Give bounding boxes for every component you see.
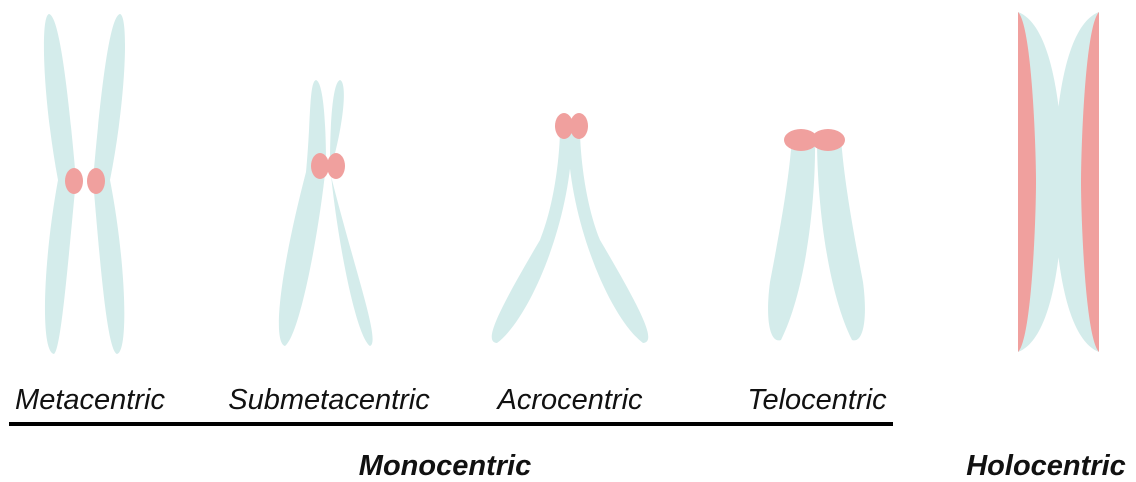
chromatid-right bbox=[817, 138, 865, 340]
holocentric-chromosome bbox=[1018, 12, 1099, 352]
metacentric-label: Metacentric bbox=[15, 386, 165, 415]
centromere-right bbox=[87, 168, 105, 194]
acrocentric-chromosome bbox=[492, 113, 648, 343]
chromatid-right bbox=[330, 80, 373, 346]
centromere-left bbox=[65, 168, 83, 194]
submetacentric-label: Submetacentric bbox=[228, 386, 430, 415]
telocentric-chromosome bbox=[768, 129, 865, 340]
monocentric-group-label: Monocentric bbox=[359, 452, 531, 481]
chromatid-left bbox=[768, 138, 815, 340]
centromere-right bbox=[327, 153, 345, 179]
metacentric-chromosome bbox=[44, 14, 125, 354]
centromere-left bbox=[311, 153, 329, 179]
submetacentric-chromosome bbox=[279, 80, 373, 346]
chromatid-left bbox=[492, 118, 572, 343]
chromatid-right bbox=[568, 118, 648, 343]
telocentric-label: Telocentric bbox=[747, 386, 886, 415]
monocentric-group-rule bbox=[9, 422, 893, 426]
acrocentric-label: Acrocentric bbox=[497, 386, 642, 415]
centromere-right bbox=[811, 129, 845, 151]
holocentric-group-label: Holocentric bbox=[966, 452, 1126, 481]
chromatid-left bbox=[279, 80, 326, 346]
centromere-right bbox=[570, 113, 588, 139]
